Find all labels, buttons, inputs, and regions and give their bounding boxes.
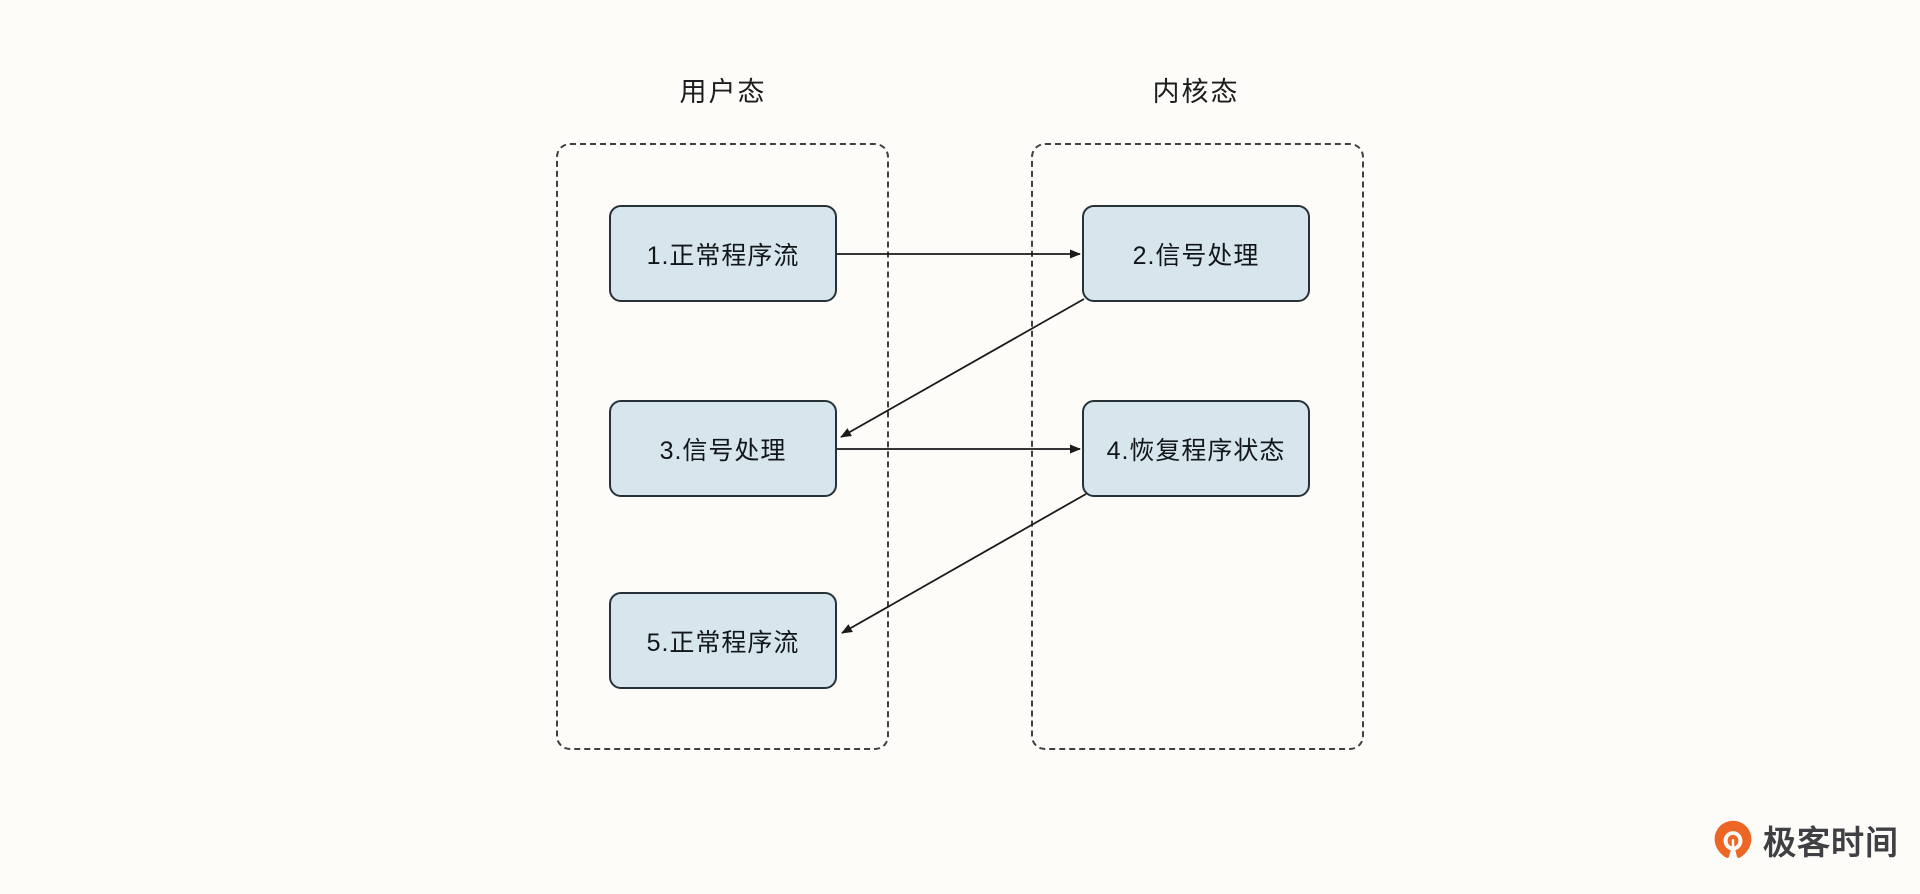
watermark: 极客时间 xyxy=(1712,816,1899,864)
flow-node-3[interactable]: 3.信号处理 xyxy=(609,400,837,497)
flow-node-5[interactable]: 5.正常程序流 xyxy=(609,592,837,689)
lane-title-kernel: 内核态 xyxy=(1152,77,1240,107)
flow-node-1[interactable]: 1.正常程序流 xyxy=(609,205,837,302)
flow-node-4[interactable]: 4.恢复程序状态 xyxy=(1082,400,1310,497)
geektime-logo-icon xyxy=(1714,820,1752,858)
watermark-brand-text: 极客时间 xyxy=(1763,824,1899,861)
lane-container-kernel xyxy=(1031,143,1364,750)
flow-node-2[interactable]: 2.信号处理 xyxy=(1082,205,1310,302)
lane-title-user: 用户态 xyxy=(679,77,767,107)
lane-container-user xyxy=(556,143,889,750)
